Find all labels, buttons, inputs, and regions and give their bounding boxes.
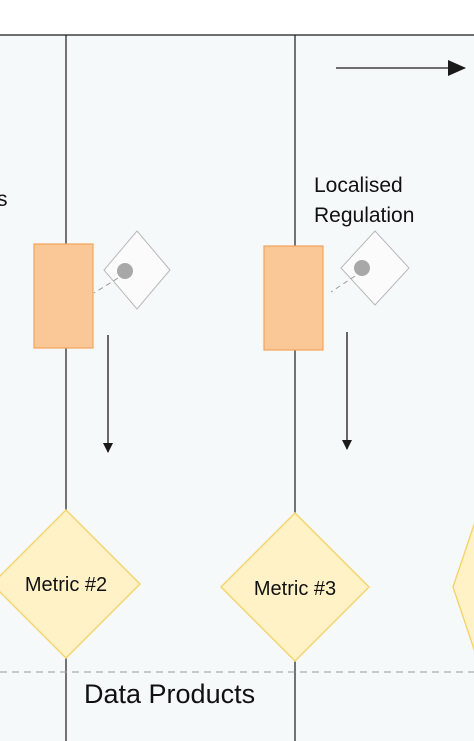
gateway-connector-2 xyxy=(330,275,356,293)
metric-label-1: Metric #2 xyxy=(25,574,107,596)
metric-diamond-2[interactable] xyxy=(220,512,370,662)
gateway-dot-1 xyxy=(117,263,133,279)
gateway-connector-1 xyxy=(93,277,119,294)
regulation-label-line-1: Localised xyxy=(314,174,403,197)
metric-label-2: Metric #3 xyxy=(254,578,336,600)
regulation-label-line-2: Regulation xyxy=(314,204,414,227)
left-cut-label: s xyxy=(0,188,8,211)
task-box-1[interactable] xyxy=(33,243,94,349)
gateway-diamond-1[interactable] xyxy=(103,230,171,310)
task-box-2[interactable] xyxy=(263,245,324,351)
gateway-dot-2 xyxy=(354,260,370,276)
metric-diamond-1[interactable] xyxy=(0,509,141,659)
regulation-label: Localised Regulation xyxy=(314,174,414,227)
section-label: Data Products xyxy=(84,679,255,709)
metric-diamond-partial[interactable] xyxy=(452,513,474,661)
gateway-diamond-2[interactable] xyxy=(340,230,410,306)
